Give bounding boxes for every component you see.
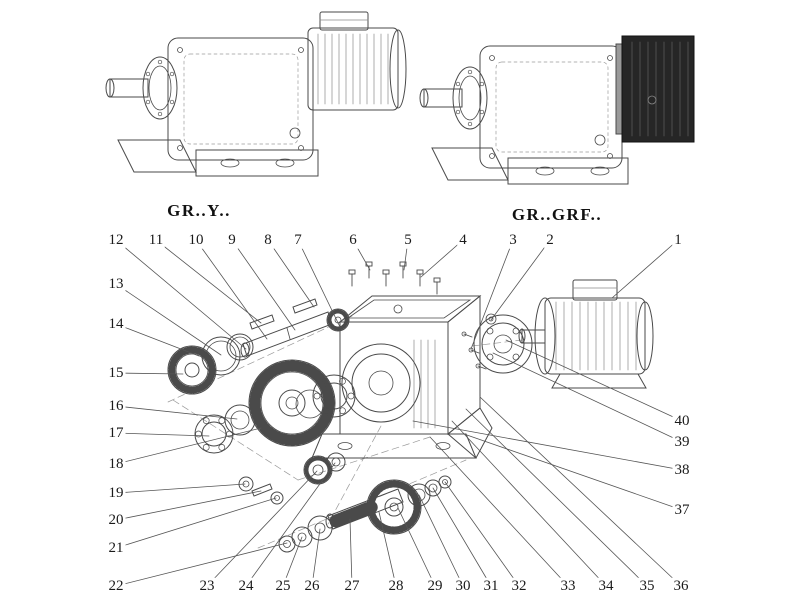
callout-number-29: 29 (425, 577, 445, 595)
exploded-view (167, 261, 654, 553)
callout-number-39: 39 (672, 433, 692, 451)
callout-number-32: 32 (509, 577, 529, 595)
motor (518, 279, 654, 389)
callout-number-9: 9 (226, 231, 238, 249)
leader-line-14 (115, 323, 200, 357)
output-shaft-assembly (278, 452, 452, 553)
variant-label-left: GR..Y.. (167, 201, 231, 220)
variant-label-right: GR..GRF.. (511, 205, 603, 224)
callout-number-37: 37 (672, 501, 692, 519)
leader-line-17 (115, 432, 210, 437)
leader-line-31 (432, 487, 492, 587)
leader-line-39 (492, 352, 683, 443)
leader-line-21 (115, 497, 277, 549)
leader-line-30 (418, 494, 464, 587)
leader-line-8 (267, 239, 315, 308)
callout-number-20: 20 (106, 511, 126, 529)
callout-number-26: 26 (302, 577, 322, 595)
leader-line-33 (429, 436, 569, 587)
housing (311, 294, 493, 459)
leader-line-34 (451, 420, 607, 587)
leader-line-15 (115, 372, 184, 375)
leader-line-20 (115, 490, 262, 521)
callout-number-10: 10 (186, 231, 206, 249)
leader-line-38 (412, 420, 683, 471)
callout-number-3: 3 (507, 231, 519, 249)
callout-number-12: 12 (106, 231, 126, 249)
leader-line-7 (297, 239, 341, 328)
callout-number-18: 18 (106, 455, 126, 473)
leader-lines (115, 239, 683, 587)
callout-number-31: 31 (481, 577, 501, 595)
motor-flange (461, 313, 533, 374)
leader-line-11 (155, 239, 262, 324)
variant-drawing-right (419, 35, 695, 185)
leader-line-35 (465, 408, 648, 587)
callout-number-23: 23 (197, 577, 217, 595)
leader-line-36 (479, 396, 682, 587)
leader-line-40 (505, 339, 683, 422)
leader-line-28 (378, 511, 397, 587)
callout-number-40: 40 (672, 412, 692, 430)
callout-number-25: 25 (273, 577, 293, 595)
leader-line-22 (115, 542, 288, 587)
leader-line-26 (311, 528, 321, 587)
leader-line-32 (444, 481, 520, 587)
leader-line-16 (115, 405, 238, 420)
callout-number-28: 28 (386, 577, 406, 595)
callout-number-13: 13 (106, 275, 126, 293)
callout-number-27: 27 (342, 577, 362, 595)
leader-line-2 (490, 239, 551, 321)
callout-number-30: 30 (453, 577, 473, 595)
leader-line-37 (463, 433, 683, 511)
callout-number-22: 22 (106, 577, 126, 595)
callout-number-38: 38 (672, 461, 692, 479)
leader-line-12 (115, 239, 247, 350)
leader-line-13 (115, 283, 222, 356)
callout-number-21: 21 (106, 539, 126, 557)
fasteners-top (348, 261, 441, 295)
callout-number-24: 24 (236, 577, 256, 595)
leader-line-19 (115, 483, 246, 494)
callout-number-14: 14 (106, 315, 126, 333)
callout-number-1: 1 (672, 231, 684, 249)
callout-number-36: 36 (671, 577, 691, 595)
callout-number-19: 19 (106, 484, 126, 502)
callout-number-2: 2 (544, 231, 556, 249)
callout-number-4: 4 (457, 231, 469, 249)
leader-line-29 (397, 507, 436, 587)
leader-line-18 (115, 427, 262, 465)
callout-number-7: 7 (292, 231, 304, 249)
callout-number-17: 17 (106, 424, 126, 442)
gear-set (194, 359, 356, 505)
variant-drawing-left (105, 11, 407, 177)
callout-number-35: 35 (637, 577, 657, 595)
callout-number-8: 8 (262, 231, 274, 249)
callout-number-15: 15 (106, 364, 126, 382)
callout-number-34: 34 (596, 577, 616, 595)
leader-line-23 (206, 470, 318, 587)
callout-number-6: 6 (347, 231, 359, 249)
callout-number-33: 33 (558, 577, 578, 595)
leader-line-9 (231, 239, 296, 331)
callout-number-16: 16 (106, 397, 126, 415)
callout-number-11: 11 (146, 231, 166, 249)
leader-line-27 (349, 518, 353, 587)
leader-line-1 (611, 239, 679, 299)
leader-line-3 (470, 239, 514, 350)
callout-number-5: 5 (402, 231, 414, 249)
leader-line-4 (420, 239, 464, 278)
leader-line-24 (245, 462, 336, 587)
leader-line-10 (195, 239, 268, 340)
